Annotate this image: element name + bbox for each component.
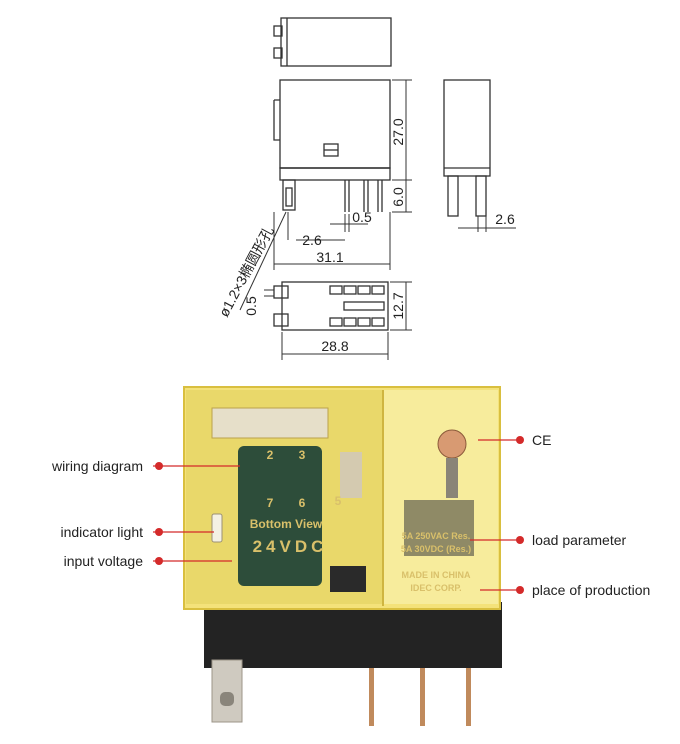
callout-load-parameter: load parameter bbox=[532, 532, 627, 548]
housing-right-panel bbox=[384, 390, 498, 604]
contact-block bbox=[404, 500, 474, 556]
callout-ce: CE bbox=[532, 432, 551, 448]
callout-input-voltage: input voltage bbox=[64, 553, 144, 569]
bottom-dimension-lines bbox=[264, 281, 412, 360]
bottom-view-drawing bbox=[273, 281, 389, 331]
pin-label-2: 2 bbox=[267, 448, 274, 462]
relay-tab-hole bbox=[220, 692, 234, 706]
voltage-print: 24VDC bbox=[253, 537, 328, 556]
hole-leader-line bbox=[239, 211, 287, 311]
callout-dot bbox=[516, 536, 524, 544]
bottom-view-text: Bottom View bbox=[250, 517, 323, 531]
front-view-drawing bbox=[273, 79, 391, 212]
front-dimension-lines bbox=[273, 79, 412, 270]
side-view-drawing bbox=[443, 79, 516, 232]
dim-bottom-width: 12.7 bbox=[390, 292, 406, 319]
relay-tab-pin bbox=[211, 659, 243, 723]
callout-wiring-diagram: wiring diagram bbox=[51, 458, 143, 474]
coil-frame bbox=[211, 407, 329, 439]
socket-slot bbox=[330, 566, 366, 592]
dim-pin-offset: 2.6 bbox=[302, 232, 322, 248]
callout-dot bbox=[516, 436, 524, 444]
relay-coil bbox=[238, 446, 322, 586]
dim-pin-spacing: 0.5 bbox=[352, 209, 372, 225]
relay-pin bbox=[466, 668, 471, 726]
origin-print: MADE IN CHINA bbox=[402, 570, 471, 580]
rating-dc-print: 5A 30VDC (Res.) bbox=[401, 544, 471, 554]
dim-bottom-length: 28.8 bbox=[321, 338, 348, 354]
callout-dot bbox=[155, 528, 163, 536]
pin-label-6: 6 bbox=[299, 496, 306, 510]
relay-base bbox=[204, 602, 502, 668]
pin-label-7: 7 bbox=[267, 496, 274, 510]
dim-height-body: 27.0 bbox=[390, 118, 406, 145]
callout-indicator-light: indicator light bbox=[61, 524, 144, 540]
indicator-led bbox=[211, 513, 223, 543]
maker-print: IDEC CORP. bbox=[410, 583, 461, 593]
callout-dot bbox=[155, 462, 163, 470]
pin-label-3: 3 bbox=[299, 448, 306, 462]
relay-photo: 2 3 7 6 5 Bottom View 24VDC 5A 250VAC Re… bbox=[183, 386, 502, 726]
rating-ac-print: 5A 250VAC Res. bbox=[402, 531, 471, 541]
top-view-drawing bbox=[273, 17, 392, 67]
callout-dot bbox=[155, 557, 163, 565]
contact-spring bbox=[446, 458, 458, 498]
callouts bbox=[153, 439, 520, 591]
callout-dot bbox=[516, 586, 524, 594]
dim-height-pins: 6.0 bbox=[390, 187, 406, 207]
dim-side-pin-gap: 2.6 bbox=[495, 211, 515, 227]
pin-label-5: 5 bbox=[335, 494, 342, 508]
dim-length-total: 31.1 bbox=[316, 249, 343, 265]
relay-pin bbox=[420, 668, 425, 726]
contact-point bbox=[437, 429, 467, 459]
callout-place-of-production: place of production bbox=[532, 582, 650, 598]
dim-bottom-offset: 0.5 bbox=[243, 296, 259, 316]
relay-pin bbox=[369, 668, 374, 726]
callout-dots bbox=[155, 436, 524, 594]
armature bbox=[340, 452, 362, 498]
